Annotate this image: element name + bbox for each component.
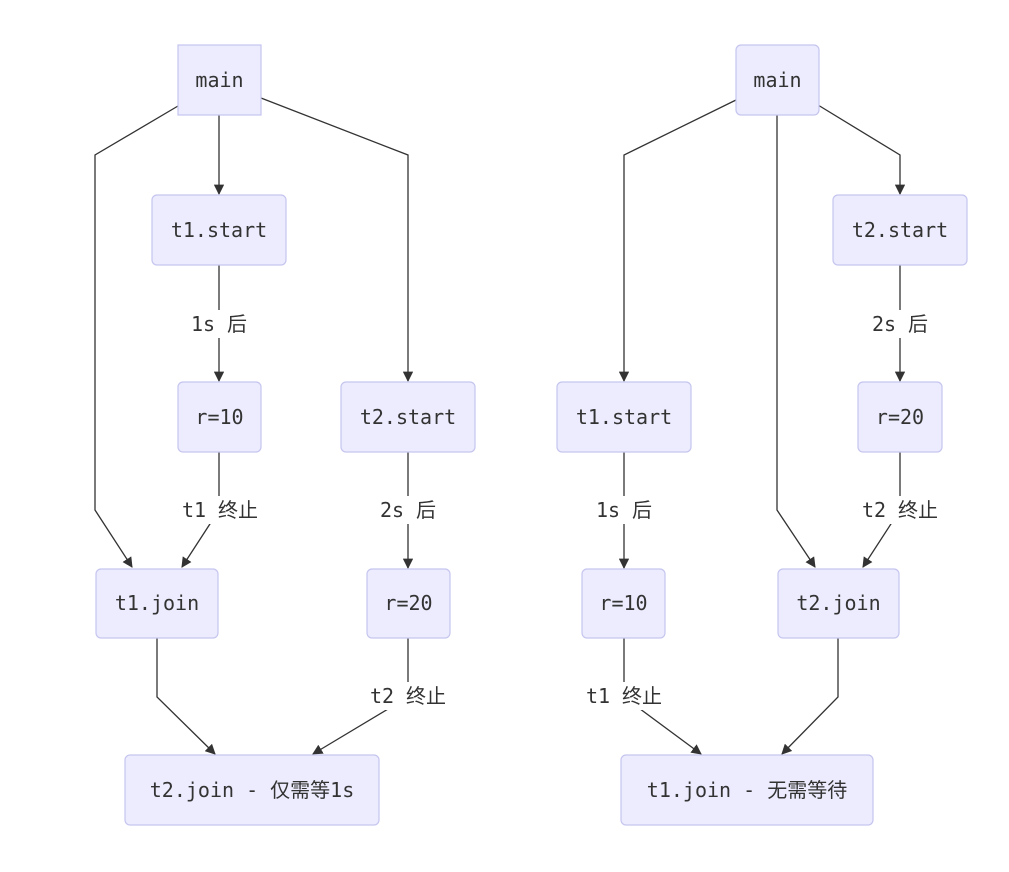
svg-text:t1.start: t1.start bbox=[576, 405, 672, 429]
svg-text:2s 后: 2s 后 bbox=[872, 312, 928, 336]
svg-text:t1 终止: t1 终止 bbox=[182, 498, 258, 522]
node-t1-join-no-wait[interactable]: t1.join - 无需等待 bbox=[620, 754, 874, 826]
svg-text:r=10: r=10 bbox=[599, 591, 647, 615]
node-t2-join-wait-1s[interactable]: t2.join - 仅需等1s bbox=[124, 754, 380, 826]
edge-label-2s-after: 2s 后 bbox=[375, 496, 441, 524]
node-r-20[interactable]: r=20 bbox=[857, 381, 943, 453]
svg-text:t2.start: t2.start bbox=[360, 405, 456, 429]
edge-main-to-t1-start bbox=[618, 99, 737, 383]
text-selection-highlight bbox=[380, 685, 392, 709]
edge-t1-join-to-t2-join bbox=[156, 638, 216, 755]
edge-label-t2-terminated: t2 终止 bbox=[364, 682, 452, 710]
node-t2-join[interactable]: t2.join bbox=[777, 568, 900, 639]
svg-text:t2 终止: t2 终止 bbox=[370, 684, 446, 708]
svg-text:t1.start: t1.start bbox=[171, 218, 267, 242]
node-t2-start[interactable]: t2.start bbox=[340, 381, 476, 453]
node-t1-start[interactable]: t1.start bbox=[151, 194, 287, 266]
node-t1-start[interactable]: t1.start bbox=[556, 381, 692, 453]
svg-text:main: main bbox=[753, 68, 801, 92]
edge-label-t2-terminated: t2 终止 bbox=[856, 496, 944, 524]
edge-main-to-t1-join bbox=[94, 105, 179, 568]
svg-text:t1.join - 无需等待: t1.join - 无需等待 bbox=[647, 778, 847, 802]
edge-main-to-t2-join bbox=[776, 115, 816, 568]
edge-main-to-t2-start bbox=[260, 97, 414, 383]
node-t1-join[interactable]: t1.join bbox=[95, 568, 219, 639]
edge-label-t1-terminated: t1 终止 bbox=[176, 496, 264, 524]
svg-text:t2.start: t2.start bbox=[852, 218, 948, 242]
edge-label-2s-after: 2s 后 bbox=[867, 310, 933, 338]
node-r-10[interactable]: r=10 bbox=[581, 568, 666, 639]
edge-label-1s-after: 1s 后 bbox=[186, 310, 252, 338]
svg-text:t2.join - 仅需等1s: t2.join - 仅需等1s bbox=[150, 778, 355, 802]
node-main[interactable]: main bbox=[735, 44, 820, 116]
edge-main-to-t2-start bbox=[817, 104, 906, 196]
node-t2-start[interactable]: t2.start bbox=[832, 194, 968, 266]
edge-label-t1-terminated: t1 终止 bbox=[580, 682, 668, 710]
svg-text:t1.join: t1.join bbox=[115, 591, 199, 615]
right-diagram: 2s 后 t2 终止 1s 后 t1 终止 main t2.start r=20 bbox=[556, 44, 968, 826]
svg-text:1s 后: 1s 后 bbox=[596, 498, 652, 522]
node-r-10[interactable]: r=10 bbox=[177, 381, 262, 453]
svg-text:t2.join: t2.join bbox=[796, 591, 880, 615]
node-main[interactable]: main bbox=[177, 44, 262, 116]
svg-text:r=20: r=20 bbox=[876, 405, 924, 429]
svg-text:2s 后: 2s 后 bbox=[380, 498, 436, 522]
edge-t2-join-to-t1-join bbox=[781, 638, 839, 755]
svg-text:r=20: r=20 bbox=[384, 591, 432, 615]
svg-text:main: main bbox=[195, 68, 243, 92]
edge-label-1s-after: 1s 后 bbox=[591, 496, 657, 524]
svg-text:t1 终止: t1 终止 bbox=[586, 684, 662, 708]
svg-text:t2 终止: t2 终止 bbox=[862, 498, 938, 522]
node-r-20[interactable]: r=20 bbox=[366, 568, 451, 639]
svg-text:r=10: r=10 bbox=[195, 405, 243, 429]
svg-text:1s 后: 1s 后 bbox=[191, 312, 247, 336]
left-diagram: 1s 后 t1 终止 2s 后 t2 终止 main t1.start r=10 bbox=[94, 44, 476, 826]
